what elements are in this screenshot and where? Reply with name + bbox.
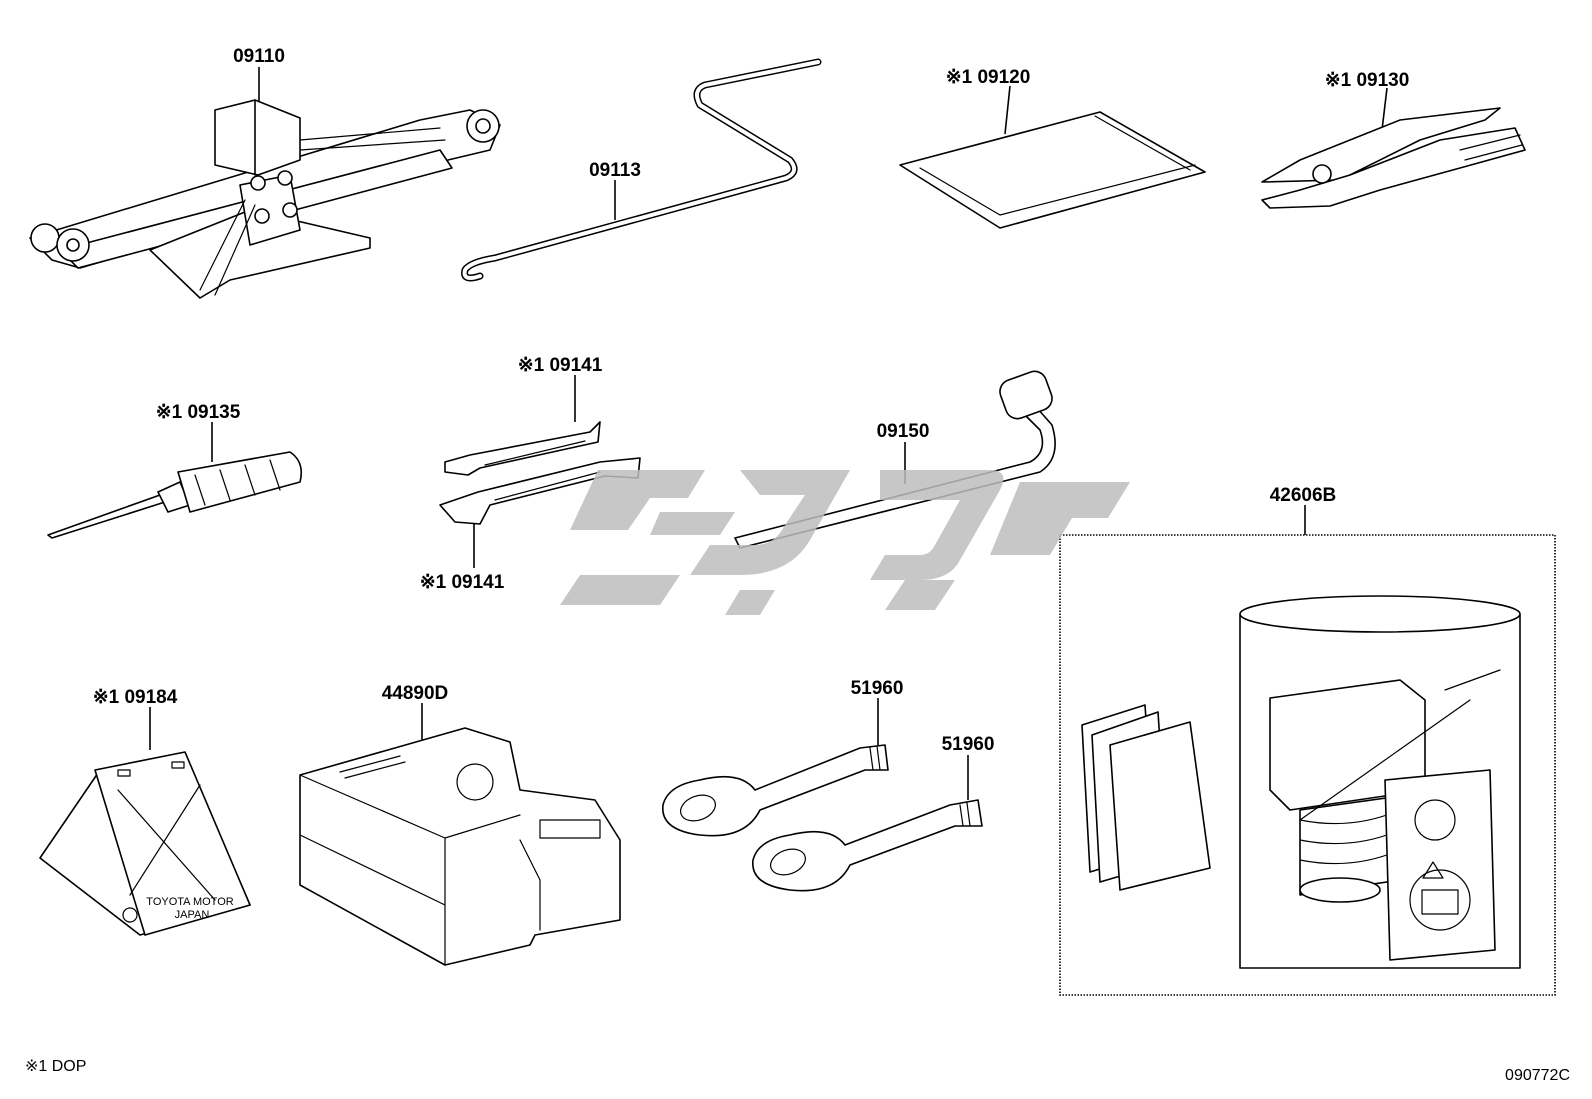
tool-bag — [899, 85, 1206, 229]
label-09150: 09150 — [877, 421, 930, 442]
label-09141-bottom: ※1 09141 — [420, 572, 505, 593]
label-44890D: 44890D — [382, 683, 449, 704]
label-09120: ※1 09120 — [946, 67, 1031, 88]
wheel-chock: TOYOTA MOTOR JAPAN — [39, 707, 251, 936]
label-09184: ※1 09184 — [93, 687, 178, 708]
label-09113: 09113 — [589, 160, 641, 181]
label-42606B: 42606B — [1270, 485, 1337, 506]
label-09141-top: ※1 09141 — [518, 355, 603, 376]
watermark-logo — [560, 470, 1130, 615]
label-09110: 09110 — [233, 46, 285, 67]
tire-compressor — [299, 703, 621, 966]
footer-note: ※1 DOP — [25, 1058, 86, 1075]
chock-text-line1: TOYOTA MOTOR — [146, 896, 233, 908]
scissor-jack — [29, 67, 501, 299]
towing-eyes — [662, 698, 983, 892]
tire-repair-kit-box — [1059, 505, 1556, 996]
label-09135: ※1 09135 — [156, 402, 241, 423]
label-51960-a: 51960 — [851, 678, 904, 699]
pliers — [1261, 87, 1526, 209]
footer-code: 090772C — [1505, 1067, 1570, 1084]
label-51960-b: 51960 — [942, 734, 995, 755]
chock-text-line2: JAPAN — [175, 909, 210, 921]
label-09130: ※1 09130 — [1325, 70, 1410, 91]
jack-handle — [461, 58, 822, 282]
screwdriver — [47, 422, 303, 539]
